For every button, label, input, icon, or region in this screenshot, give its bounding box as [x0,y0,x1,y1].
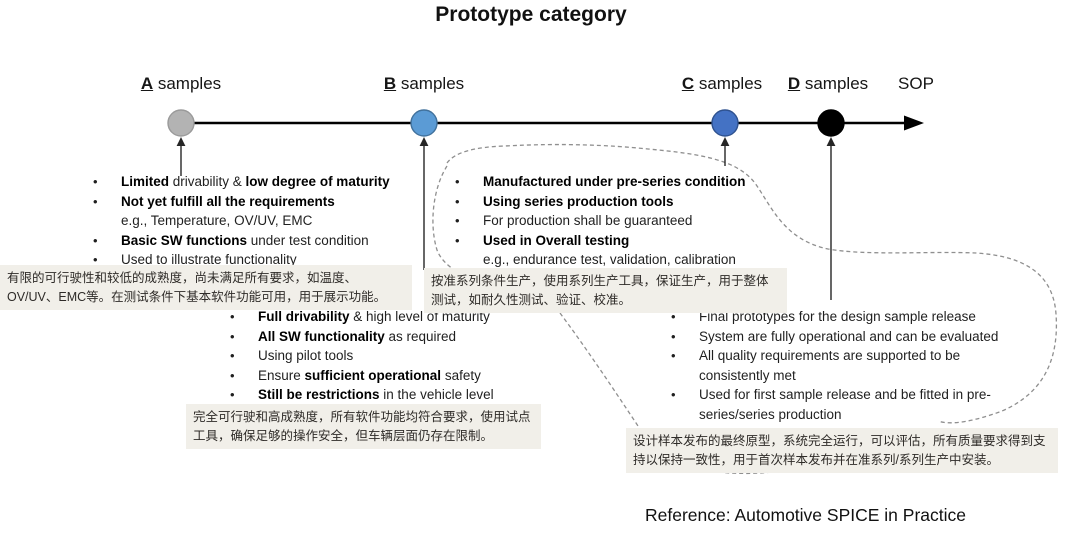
bullet-item: e.g., endurance test, validation, calibr… [455,250,795,270]
pointer-arrowhead-d-icon [826,137,836,146]
bullet-text: Still be restrictions in the vehicle lev… [258,387,494,402]
bullet-item: • Ensure sufficient operational safety [230,366,565,386]
bullet-text: Used in Overall testing [483,232,630,248]
bullet-text: series/series production [699,406,842,422]
bullet-marker: • [93,193,98,209]
page-title: Prototype category [435,3,627,26]
bullet-text: Using pilot tools [258,348,354,363]
bullet-item: • All quality requirements are supported … [671,346,1056,366]
bullet-text: Not yet fulfill all the requirements [121,193,335,209]
stage-letter: A [140,74,154,93]
stage-circle-b [410,109,438,137]
bullet-text: Using series production tools [483,193,674,209]
bullet-marker: • [230,328,235,344]
dashed-loop-main [446,143,1058,424]
bullet-item: • Using series production tools [455,192,795,212]
bullet-marker: • [230,367,235,383]
bullet-item: • Used to illustrate functionality [93,250,423,270]
stage-label-c-samples: C samples [682,74,762,94]
bullet-text: Basic SW functions under test condition [121,232,369,248]
bullet-item: • Basic SW functions under test condition [93,231,423,251]
bullet-list-b-samples: •Full drivability & high level of maturi… [230,307,565,405]
bullet-marker: • [93,252,98,267]
bullet-marker [671,405,699,425]
bullet-marker [455,250,483,270]
bullet-marker [671,366,699,386]
bullet-marker: • [455,232,460,248]
bullet-item: • Still be restrictions in the vehicle le… [230,385,565,405]
bullet-list-a-samples: • Limited drivability & low degree of mat… [93,172,423,270]
stage-label-rest: samples [800,74,869,93]
pointer-arrowhead-b-icon [419,137,429,146]
bullet-marker: • [671,387,676,402]
dashed-loop-left-side [432,165,473,280]
reference-text: Reference: Automotive SPICE in Practice [645,505,966,525]
bullet-text: Manufactured under pre-series condition [483,174,746,189]
stage-letter: D [787,74,801,93]
bullet-item: e.g., Temperature, OV/UV, EMC [93,211,423,231]
bullet-item: • Not yet fulfill all the requirements [93,192,423,212]
chinese-note-c-samples: 按准系列条件生产，使用系列生产工具，保证生产，用于整体测试，如耐久性测试、验证、… [424,268,787,313]
stage-label-rest: samples [396,74,465,93]
bullet-text: Used for first sample release and be fit… [699,387,991,402]
bullet-item: • Limited drivability & low degree of mat… [93,172,423,192]
bullet-text: Limited drivability & low degree of matu… [121,174,390,189]
bullet-text: All SW functionality as required [258,328,457,344]
timeline-arrowhead-icon [904,115,924,131]
bullet-marker: • [230,387,235,402]
bullet-text: e.g., endurance test, validation, calibr… [483,252,736,267]
bullet-marker [93,211,121,231]
bullet-marker: • [230,309,235,324]
stage-label-rest: samples [153,74,222,93]
bullet-text: Used to illustrate functionality [121,252,297,267]
chinese-note-a-samples: 有限的可行驶性和较低的成熟度，尚未满足所有要求，如温度、OV/UV、EMC等。在… [0,265,412,310]
pointer-arrowhead-a-icon [176,137,186,146]
bullet-item: • Manufactured under pre-series condition [455,172,795,192]
stage-label-sop: SOP [898,74,934,93]
stage-circle-a [167,109,195,137]
bullet-marker: • [455,213,460,228]
bullet-marker: • [671,309,676,324]
bullet-marker: • [671,348,676,363]
stage-label-rest: samples [694,74,763,93]
dashed-loop-diagonal [559,312,651,445]
bullet-marker: • [230,348,235,363]
bullet-item: consistently met [671,366,1056,386]
stage-label-d-samples: D samples [788,74,868,94]
stage-circle-c [711,109,739,137]
bullet-item: • System are fully operational and can be… [671,327,1056,347]
stage-circle-d [817,109,845,137]
stage-letter: C [681,74,695,93]
bullet-item: • All SW functionality as required [230,327,565,347]
bullet-text: consistently met [699,367,796,383]
chinese-note-d-samples: 设计样本发布的最终原型，系统完全运行，可以评估，所有质量要求得到支持以保持一致性… [626,428,1058,473]
bullet-marker: • [93,232,98,248]
bullet-text: For production shall be guaranteed [483,213,693,228]
bullet-list-c-samples: • Manufactured under pre-series condition… [455,172,795,270]
bullet-item: • Using pilot tools [230,346,565,366]
bullet-item: • Used for first sample release and be fi… [671,385,1056,405]
chinese-note-b-samples: 完全可行驶和高成熟度，所有软件功能均符合要求，使用试点工具，确保足够的操作安全，… [186,404,541,449]
bullet-text: System are fully operational and can be … [699,328,999,344]
bullet-list-d-samples: •Final prototypes for the design sample … [671,307,1056,424]
bullet-marker: • [455,193,460,209]
bullet-text: e.g., Temperature, OV/UV, EMC [121,213,313,228]
stage-label-a-samples: A samples [141,74,221,94]
bullet-marker: • [671,328,676,344]
pointer-arrowhead-c-icon [720,137,730,146]
bullet-item: • Used in Overall testing [455,231,795,251]
stage-label-b-samples: B samples [384,74,464,94]
bullet-item: • For production shall be guaranteed [455,211,795,231]
bullet-text: Ensure sufficient operational safety [258,367,481,383]
bullet-text: All quality requirements are supported t… [699,348,961,363]
bullet-marker: • [455,174,460,189]
bullet-marker: • [93,174,98,189]
stage-letter: B [383,74,397,93]
bullet-item: series/series production [671,405,1056,425]
